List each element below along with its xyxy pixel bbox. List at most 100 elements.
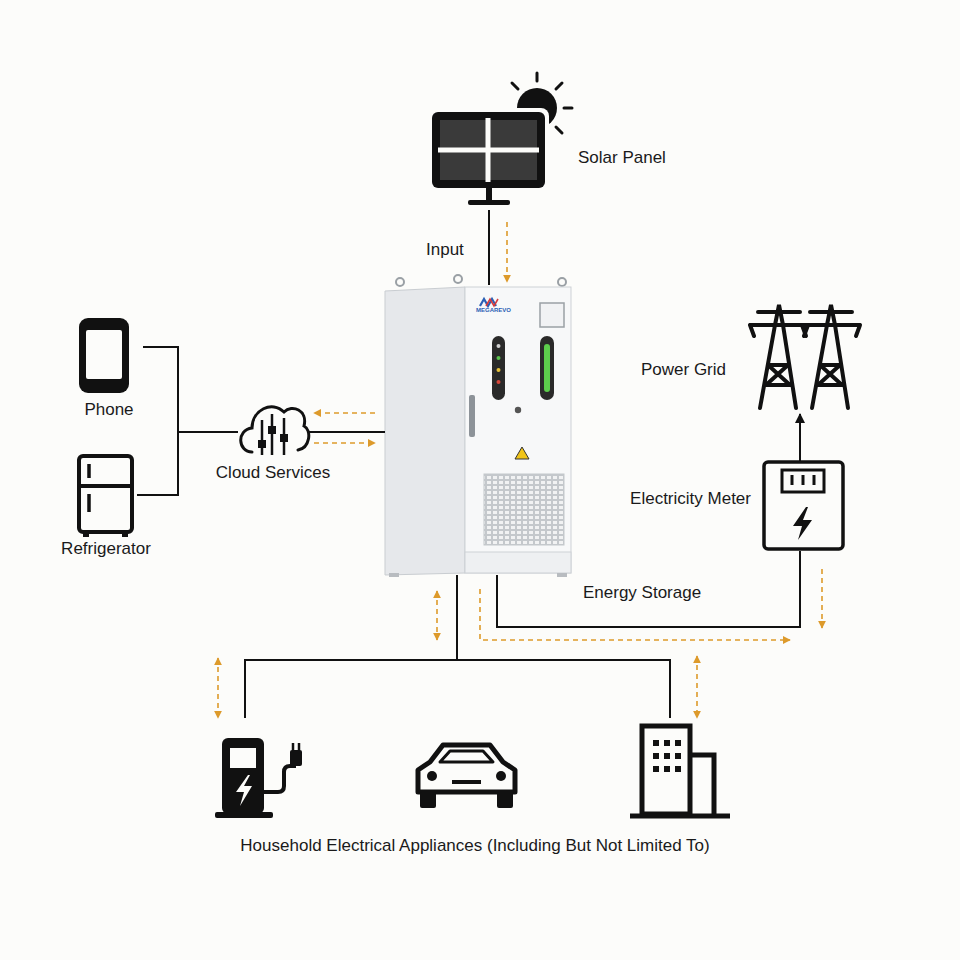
- phone-node: Phone: [75, 315, 143, 397]
- appliance-branch-wires-part: [217, 658, 219, 718]
- appliance-branch-wires-part: [244, 659, 246, 718]
- building-icon-part: [664, 740, 670, 746]
- building-icon-part: [675, 740, 681, 746]
- cloud-services-icon-part: [258, 440, 266, 448]
- appliance-branch-wires-part: [669, 659, 671, 718]
- appliance-branch-wires: [218, 656, 697, 718]
- sun-icon-part: [536, 73, 539, 81]
- connector-line: [308, 431, 385, 433]
- charging-station-icon-part: [264, 766, 296, 792]
- car-icon-part: [418, 745, 515, 792]
- meter-node: Electricity Meter: [762, 461, 844, 551]
- building-icon-part: [653, 766, 659, 772]
- node-label: Cloud Services: [216, 463, 330, 483]
- solar-panel-icon-part: [432, 112, 545, 188]
- flow-arrow: [480, 589, 790, 640]
- storage-cabinet-part: [486, 299, 498, 306]
- sun-icon-part: [556, 127, 562, 133]
- building-icon-part: [675, 766, 681, 772]
- storage-cabinet: [385, 275, 571, 577]
- solar-panel-icon-part: [428, 108, 549, 192]
- building-icon-part: [664, 753, 670, 759]
- refrigerator-node: Refrigerator: [75, 452, 137, 536]
- meter-link: [480, 551, 822, 640]
- appliance-branch-wires-part: [245, 659, 670, 661]
- building-icon-part: [653, 753, 659, 759]
- connector-line: [143, 347, 238, 432]
- sun-icon-part: [564, 107, 572, 110]
- storage-cabinet-node: Energy Storage: [385, 285, 575, 575]
- storage-cabinet-part: [454, 275, 462, 283]
- charging-station-icon-part: [215, 812, 273, 818]
- cloud-services-icon-part: [241, 407, 309, 452]
- building-icon-part: [690, 755, 714, 814]
- storage-cabinet-part: [558, 278, 566, 286]
- node-label: Power Grid: [641, 360, 726, 380]
- electricity-meter-icon-part: [793, 507, 812, 540]
- car-icon-part: [497, 792, 513, 808]
- electricity-meter-icon: [764, 462, 843, 549]
- appliance-branch-wires-part: [696, 656, 698, 718]
- grid-link: [800, 414, 801, 461]
- refrigerator-icon-part: [83, 532, 89, 537]
- cloud-services-icon-part: [268, 426, 276, 434]
- phone-icon: [79, 318, 129, 393]
- sun-icon-part: [556, 83, 562, 89]
- phone-link: [143, 347, 238, 432]
- electricity-meter-icon-part: [813, 475, 816, 485]
- transmission-tower-icon-part: [802, 305, 860, 408]
- storage-cabinet-part: [497, 380, 501, 384]
- connector-line: [497, 551, 800, 627]
- charging-station-icon-part: [298, 743, 301, 750]
- transmission-tower-icon-part: [750, 305, 808, 408]
- charging-station-icon-part: [230, 748, 256, 768]
- storage-cabinet-part: [385, 287, 465, 575]
- node-label: Electricity Meter: [630, 489, 751, 509]
- building-icon: [630, 726, 730, 816]
- phone-icon-part: [79, 318, 129, 393]
- storage-cabinet-part: [540, 336, 554, 400]
- car-icon-part: [452, 780, 481, 784]
- node-label: Energy Storage: [583, 583, 701, 603]
- flow-arrow: [314, 412, 375, 414]
- storage-cabinet-part: [497, 344, 501, 348]
- node-label: Refrigerator: [61, 539, 151, 559]
- electricity-meter-icon-part: [782, 470, 824, 492]
- node-label: Phone: [84, 400, 133, 420]
- refrigerator-icon-part: [122, 532, 128, 537]
- storage-cabinet-part: [396, 278, 404, 286]
- appliance-group: Household Electrical Appliances (Includi…: [210, 660, 740, 860]
- charging-station-icon-part: [290, 750, 302, 766]
- input-connector: [489, 210, 507, 285]
- charging-station-icon-part: [236, 775, 252, 806]
- storage-cabinet-part: [484, 474, 564, 545]
- node-label: Solar Panel: [578, 148, 666, 168]
- refrigerator-icon-part: [79, 456, 132, 532]
- solar-panel-icon: [428, 108, 549, 205]
- car-icon-part: [496, 771, 506, 781]
- connector-line: [488, 210, 490, 285]
- flow-arrow: [506, 222, 508, 282]
- appliance-link: [437, 575, 457, 660]
- sun-icon-part: [512, 83, 518, 89]
- building-icon-part: [642, 726, 690, 814]
- group-caption: Household Electrical Appliances (Includi…: [240, 836, 709, 856]
- cloud-services-icon-part: [271, 414, 274, 455]
- storage-cabinet-part: [469, 395, 475, 437]
- connector-line: [456, 575, 458, 660]
- car-icon-part: [440, 751, 493, 762]
- cloud-services-icon-part: [261, 420, 264, 455]
- solar-panel-node: Solar Panel: [430, 85, 550, 210]
- charging-station-icon: [215, 738, 302, 818]
- refrigerator-icon: [79, 456, 132, 537]
- storage-cabinet-part: [465, 287, 571, 573]
- storage-cabinet-part: [497, 368, 501, 372]
- fridge-link: [137, 432, 238, 495]
- storage-cabinet-part: [515, 407, 521, 413]
- flow-arrow: [436, 591, 438, 640]
- car-icon-part: [427, 771, 437, 781]
- storage-cabinet-part: [389, 573, 399, 577]
